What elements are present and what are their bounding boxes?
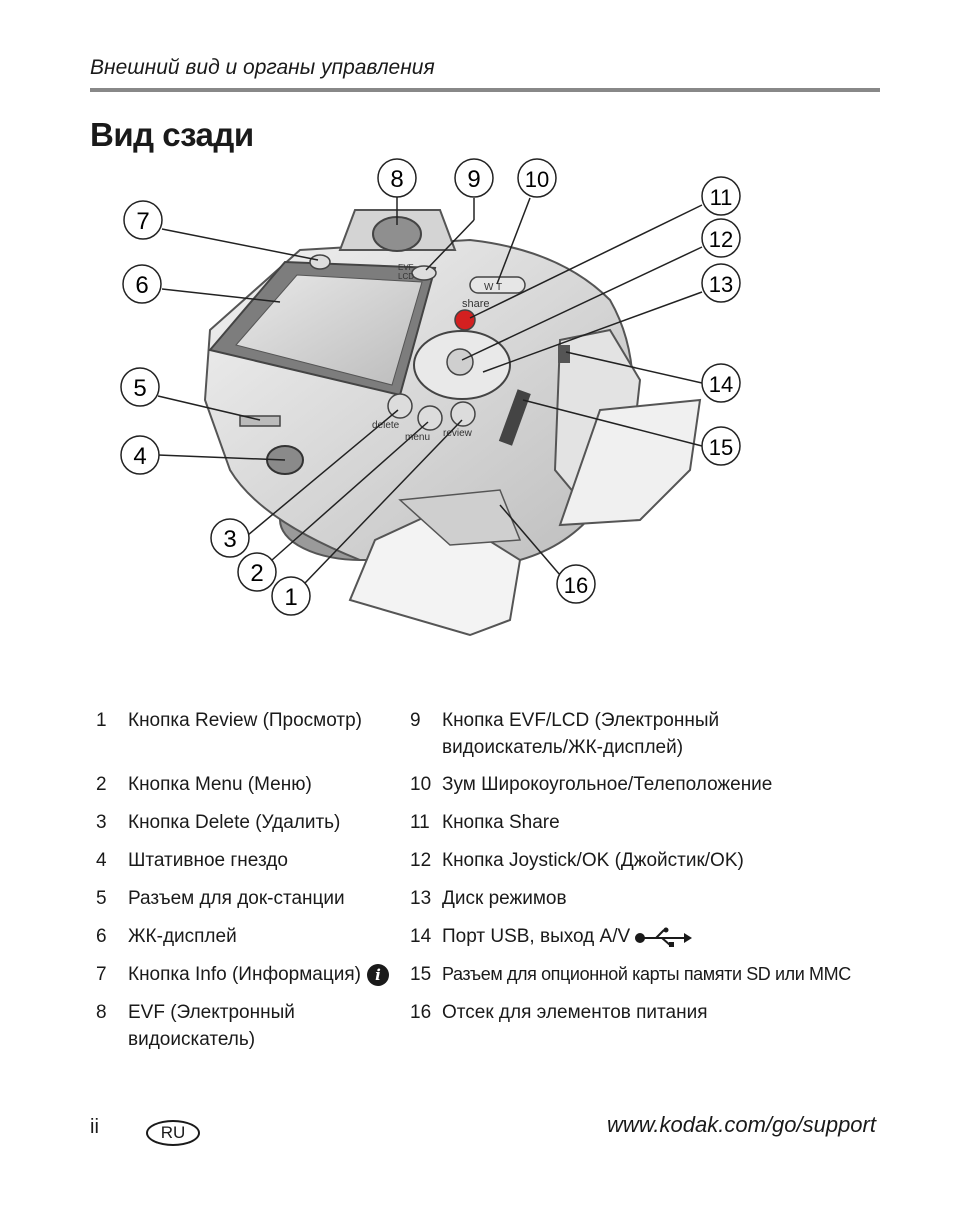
callout-8: 8 <box>377 158 417 198</box>
delete-label: delete <box>372 420 400 431</box>
callout-4: 4 <box>120 435 160 475</box>
info-button <box>309 254 331 270</box>
usb-port <box>558 345 570 363</box>
svg-text:4: 4 <box>133 443 146 470</box>
menu-label: menu <box>405 432 430 443</box>
delete-button <box>387 393 413 419</box>
legend-text: Штативное гнездо <box>128 850 288 871</box>
svg-text:5: 5 <box>133 375 146 402</box>
svg-text:7: 7 <box>136 208 149 235</box>
share-label: share <box>462 298 490 310</box>
usb-icon <box>635 927 693 947</box>
legend-num: 5 <box>96 888 107 909</box>
legend-num: 3 <box>96 812 107 833</box>
dock-connector <box>239 415 281 427</box>
callout-11: 11 <box>701 176 741 216</box>
legend-text: Диск режимов <box>442 888 567 909</box>
svg-text:10: 10 <box>525 167 549 192</box>
legend-text: Кнопка Info (Информация) <box>128 964 361 985</box>
legend-num: 6 <box>96 926 107 947</box>
legend-num: 9 <box>410 710 421 731</box>
share-button <box>454 309 476 331</box>
callout-6: 6 <box>122 264 162 304</box>
info-icon: i <box>366 963 389 986</box>
legend-text: EVF (Электронный видоискатель) <box>128 1002 295 1050</box>
svg-text:12: 12 <box>709 227 733 252</box>
page-title: Вид сзади <box>90 116 254 153</box>
side-door-flap <box>558 398 702 527</box>
legend-text: ЖК-дисплей <box>128 926 237 947</box>
running-head: Внешний вид и органы управления <box>90 56 435 79</box>
callout-3: 3 <box>210 518 250 558</box>
legend-text: Кнопка Review (Просмотр) <box>128 710 362 731</box>
svg-text:13: 13 <box>709 272 733 297</box>
joystick-button <box>446 348 474 376</box>
legend-text: Кнопка Joystick/OK (Джойстик/OK) <box>442 850 744 871</box>
legend-num: 14 <box>410 926 432 947</box>
svg-text:14: 14 <box>709 372 733 397</box>
legend-num: 16 <box>410 1002 432 1023</box>
legend-num: 2 <box>96 774 107 795</box>
callout-9: 9 <box>454 158 494 198</box>
leader-lines <box>157 196 703 584</box>
evf-lcd-button <box>411 265 437 281</box>
battery-compartment <box>398 489 522 546</box>
legend-text: Кнопка Delete (Удалить) <box>128 812 341 833</box>
legend-text: Кнопка EVF/LCD (Электронный видоискатель… <box>442 710 720 758</box>
legend-num: 1 <box>96 710 107 731</box>
zoom-label: W T <box>484 282 502 293</box>
callout-12: 12 <box>701 218 741 258</box>
svg-text:6: 6 <box>135 272 148 299</box>
review-label: review <box>443 428 473 439</box>
svg-text:8: 8 <box>390 166 403 193</box>
legend-text: Кнопка Menu (Меню) <box>128 774 312 795</box>
svg-text:15: 15 <box>709 435 733 460</box>
legend-num: 4 <box>96 850 107 871</box>
callout-2: 2 <box>237 552 277 592</box>
callout-5: 5 <box>120 367 160 407</box>
svg-text:3: 3 <box>223 526 236 553</box>
support-url[interactable]: www.kodak.com/go/support <box>606 1112 876 1137</box>
legend-text: Разъем для док-станции <box>128 888 345 909</box>
svg-text:2: 2 <box>250 560 263 587</box>
legend-num: 10 <box>410 774 432 795</box>
legend-num: 8 <box>96 1002 107 1023</box>
callout-13: 13 <box>701 263 741 303</box>
lcd-label: LCD <box>398 272 414 281</box>
legend-text: Порт USB, выход A/V <box>442 926 631 947</box>
legend-num: 15 <box>410 964 432 985</box>
callout-7: 7 <box>123 200 163 240</box>
svg-text:1: 1 <box>284 584 297 611</box>
callout-10: 10 <box>517 158 557 198</box>
svg-text:16: 16 <box>564 573 588 598</box>
legend-text: Зум Широкоугольное/Телеположение <box>442 774 773 795</box>
menu-button <box>417 405 443 431</box>
header-divider <box>90 88 880 92</box>
legend-text: Кнопка Share <box>442 812 560 833</box>
legend-num: 13 <box>410 888 432 909</box>
callout-14: 14 <box>701 363 741 403</box>
callout-16: 16 <box>556 564 596 604</box>
zoom-rocker <box>469 276 526 294</box>
evf-label: EVF <box>398 263 414 272</box>
sd-card-slot <box>498 389 531 446</box>
svg-text:9: 9 <box>467 166 480 193</box>
language-badge: RU <box>146 1120 200 1146</box>
review-button <box>450 401 476 427</box>
lcd-screen <box>235 274 423 386</box>
callout-1: 1 <box>271 576 311 616</box>
legend-num: 7 <box>96 964 107 985</box>
page-number: ii <box>90 1116 99 1138</box>
camera-rear-diagram: EVF LCD W T share delete menu review <box>120 158 741 637</box>
legend-text: Отсек для элементов питания <box>442 1002 708 1023</box>
legend-num: 11 <box>410 812 430 833</box>
legend-text: Разъем для опционной карты памяти SD или… <box>442 964 851 984</box>
callout-15: 15 <box>701 426 741 466</box>
legend-num: 12 <box>410 850 432 871</box>
svg-text:11: 11 <box>710 185 733 210</box>
